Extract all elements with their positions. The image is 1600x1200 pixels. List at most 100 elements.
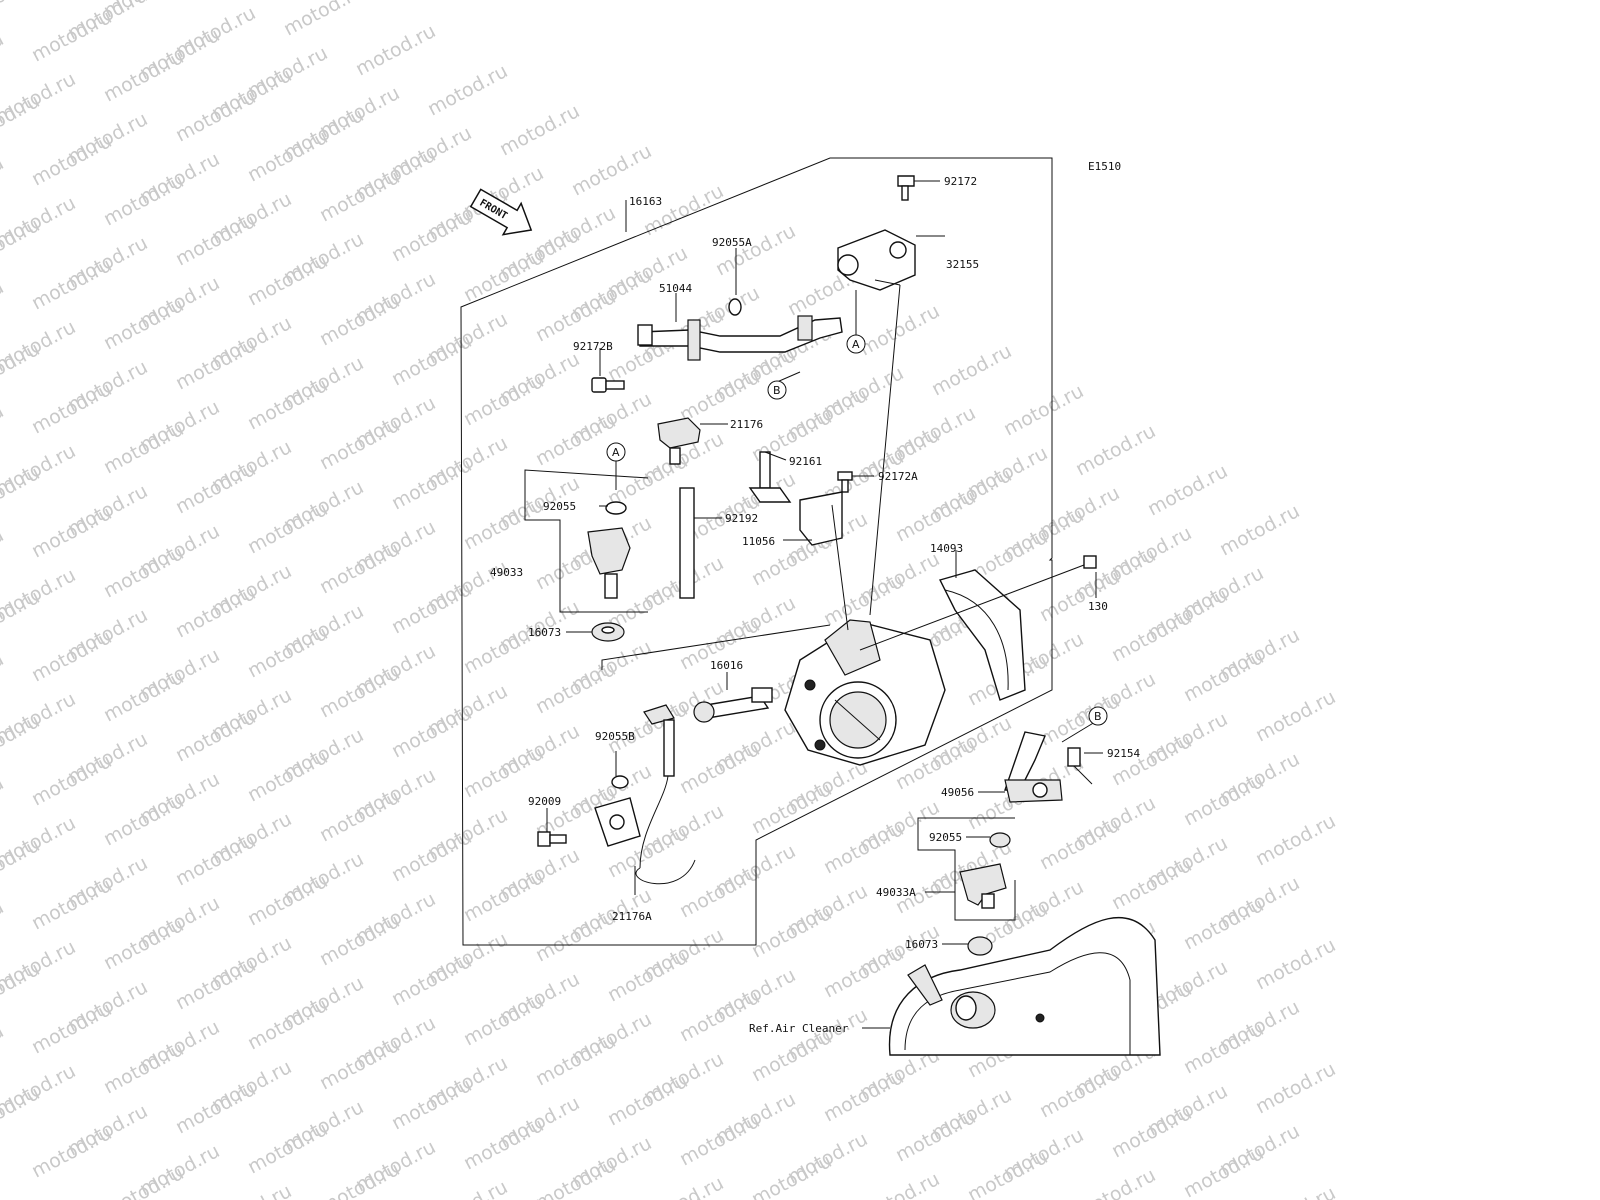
watermark-text: motod.ru [388,950,475,1010]
watermark-text: motod.ru [676,986,763,1046]
watermark-text: motod.ru [0,1082,43,1142]
label-16163: 16163 [629,195,662,208]
label-92154: 92154 [1107,747,1140,760]
watermark-text: motod.ru [1108,1102,1195,1162]
watermark-text: motod.ru [820,818,907,878]
watermark-text: motod.ru [460,370,547,430]
watermark-text: motod.ru [1108,730,1195,790]
watermark-text: motod.ru [1036,566,1123,626]
watermark-text: motod.ru [1216,500,1303,560]
watermark-text: motod.ru [28,378,115,438]
watermark-text: motod.ru [172,210,259,270]
watermark-text: motod.ru [604,1070,691,1130]
watermark-text: motod.ru [316,910,403,970]
watermark-text: motod.ru [748,1026,835,1086]
watermark-text: motod.ru [28,254,115,314]
watermark-text: motod.ru [1180,1142,1267,1200]
watermark-text: motod.ru [0,1020,7,1080]
screw-92154 [1067,747,1093,785]
watermark-text: motod.ru [892,486,979,546]
watermark-text: motod.ru [460,246,547,306]
label-92172: 92172 [944,175,977,188]
watermark-text: motod.ru [1252,1058,1339,1118]
watermark-text: motod.ru [388,206,475,266]
watermark-text: motod.ru [100,542,187,602]
watermark-text: motod.ru [0,648,7,708]
watermark-text: motod.ru [1000,380,1087,440]
watermark-text: motod.ru [316,662,403,722]
watermark-text: motod.ru [388,330,475,390]
watermark-text: motod.ru [1108,606,1195,666]
assembly-outline [460,157,1053,946]
label-21176: 21176 [730,418,763,431]
callout-b-lower: B [1088,706,1108,726]
watermark-text: motod.ru [532,658,619,718]
watermark-text: motod.ru [532,1030,619,1090]
watermark-text: motod.ru [460,866,547,926]
label-49056: 49056 [941,786,974,799]
watermark-text: motod.ru [820,1066,907,1126]
watermark-text: motod.ru [1180,894,1267,954]
watermark-text: motod.ru [0,400,7,460]
watermark-text: motod.ru [460,742,547,802]
watermark-text: motod.ru [1036,690,1123,750]
watermark-text: motod.ru [0,338,43,398]
watermark-text: motod.ru [352,20,439,80]
watermark-text: motod.ru [244,622,331,682]
label-92172B: 92172B [573,340,613,353]
watermark-text: motod.ru [28,626,115,686]
watermark-text: motod.ru [244,126,331,186]
watermark-text: motod.ru [0,586,43,646]
label-92055-bottom: 92055 [929,831,962,844]
watermark-text: motod.ru [640,1172,727,1200]
watermark-text: motod.ru [496,100,583,160]
holder-32155 [837,229,916,291]
oring-92055-lower [989,832,1011,848]
hose-leader [601,624,831,670]
watermark-text: motod.ru [316,166,403,226]
watermark-text: motod.ru [0,958,43,1018]
watermark-text: motod.ru [460,1114,547,1174]
watermark-text: motod.ru [0,462,43,522]
watermark-text: motod.ru [0,28,7,88]
watermark-text: motod.ru [1252,934,1339,994]
watermark-text: motod.ru [316,414,403,474]
watermark-text: motod.ru [424,1176,511,1200]
watermark-text: motod.ru [172,582,259,642]
throttle-body-16163 [784,284,946,766]
watermark-text: motod.ru [280,0,367,40]
watermark-text: motod.ru [604,698,691,758]
watermark-text: motod.ru [0,710,43,770]
watermark-text: motod.ru [172,458,259,518]
watermark-text: motod.ru [28,750,115,810]
bracket-11056 [799,491,843,546]
bolt-92009 [537,831,567,847]
watermark-text: motod.ru [316,786,403,846]
air-cleaner-reference [888,916,1161,1056]
sensor-21176 [657,417,701,599]
watermark-text: motod.ru [28,6,115,66]
watermark-text: motod.ru [712,220,799,280]
label-51044: 51044 [659,282,692,295]
watermark-text: motod.ru [1180,646,1267,706]
label-14093: 14093 [930,542,963,555]
watermark-text: motod.ru [244,498,331,558]
watermark-text: motod.ru [0,896,7,956]
watermark-text: motod.ru [1252,810,1339,870]
label-ref-air-cleaner: Ref.Air Cleaner [749,1022,849,1035]
watermark-text: motod.ru [892,1106,979,1166]
oring-92055B [611,775,629,789]
label-16073-bottom: 16073 [905,938,938,951]
oring-92055A [728,298,742,316]
part-labels: 16163 92172 32155 92055A 51044 92172B 21… [490,175,1140,1035]
watermark-text: motod.ru [568,140,655,200]
screw-92172 [897,175,915,201]
watermark-text: motod.ru [748,778,835,838]
injector-16016 [693,687,773,723]
watermark-text: motod.ru [1144,460,1231,520]
watermark-text: motod.ru [244,870,331,930]
watermark-text: motod.ru [208,1180,295,1200]
watermark-text: motod.ru [532,1154,619,1200]
watermark-text: motod.ru [0,152,7,212]
